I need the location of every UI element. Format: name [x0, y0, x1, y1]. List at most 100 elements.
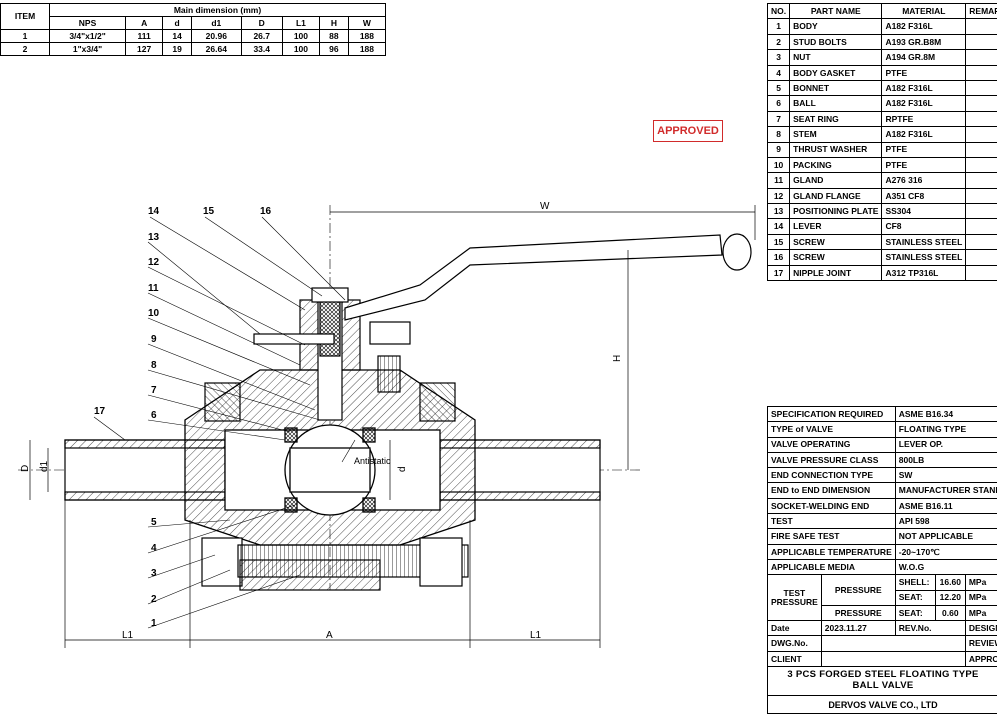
- part-no: 16: [768, 250, 790, 265]
- part-no: 17: [768, 265, 790, 280]
- part-no: 8: [768, 127, 790, 142]
- part-no: 2: [768, 34, 790, 49]
- pressure-kind: SEAT:: [895, 590, 935, 605]
- spec-value: LEVER OP.: [895, 437, 997, 452]
- spec-value: API 598: [895, 514, 997, 529]
- approved-label: APPROVED: [965, 651, 997, 666]
- part-name: GLAND: [790, 173, 882, 188]
- part-name: SEAT RING: [790, 111, 882, 126]
- spec-label: VALVE PRESSURE CLASS: [768, 452, 896, 467]
- part-material: STAINLESS STEEL: [882, 234, 966, 249]
- part-remarks: [966, 127, 997, 142]
- balloon-9: 9: [151, 334, 157, 345]
- pressure-label: PRESSURE: [821, 575, 895, 606]
- balloon-11: 11: [148, 283, 159, 294]
- spec-label: END CONNECTION TYPE: [768, 468, 896, 483]
- dim-label-w: W: [540, 201, 550, 212]
- spec-row: APPLICABLE TEMPERATURE-20~170℃: [768, 544, 997, 559]
- dwg-row: DWG.No. REVIEWED: [768, 636, 997, 651]
- date-label: Date: [768, 621, 822, 636]
- part-remarks: [966, 142, 997, 157]
- part-material: SS304: [882, 204, 966, 219]
- pressure-kind: SHELL:: [895, 575, 935, 590]
- parts-header-row: NO. PART NAME MATERIAL REMARKS: [768, 4, 997, 19]
- part-remarks: [966, 204, 997, 219]
- valve-drawing: W H D d1 d A L1 L1 Antistatic 14 15 16 1…: [0, 0, 765, 713]
- part-no: 1: [768, 19, 790, 34]
- part-material: A182 F316L: [882, 80, 966, 95]
- part-no: 13: [768, 204, 790, 219]
- part-no: 15: [768, 234, 790, 249]
- title-line-1: 3 PCS FORGED STEEL FLOATING TYPE: [768, 669, 997, 680]
- part-name: NUT: [790, 50, 882, 65]
- dim-label-h: H: [612, 355, 623, 362]
- spec-value: -20~170℃: [895, 544, 997, 559]
- part-no: 5: [768, 80, 790, 95]
- lever: [345, 234, 751, 320]
- part-material: A351 CF8: [882, 188, 966, 203]
- part-no: 9: [768, 142, 790, 157]
- part-material: A182 F316L: [882, 96, 966, 111]
- balloon-10: 10: [148, 308, 160, 319]
- part-material: STAINLESS STEEL: [882, 250, 966, 265]
- part-name: POSITIONING PLATE: [790, 204, 882, 219]
- pressure-value: 12.20: [935, 590, 965, 605]
- dwg-label: DWG.No.: [768, 636, 822, 651]
- part-remarks: [966, 250, 997, 265]
- part-name: PACKING: [790, 157, 882, 172]
- remarks-header: REMARKS: [966, 4, 997, 19]
- balloon-14: 14: [148, 206, 160, 217]
- part-name: BALL: [790, 96, 882, 111]
- client-row: CLIENT APPROVED: [768, 651, 997, 666]
- part-remarks: [966, 111, 997, 126]
- dim-label-a: A: [326, 630, 333, 641]
- pressure-unit: MPa: [965, 575, 997, 590]
- balloon-13: 13: [148, 232, 160, 243]
- part-no: 6: [768, 96, 790, 111]
- part-name-header: PART NAME: [790, 4, 882, 19]
- part-remarks: [966, 34, 997, 49]
- spec-label: END to END DIMENSION: [768, 483, 896, 498]
- spec-label: TEST: [768, 514, 896, 529]
- company-name: DERVOS VALVE CO., LTD: [768, 695, 997, 710]
- balloon-2: 2: [151, 594, 157, 605]
- rev-label: REV.No.: [895, 621, 965, 636]
- part-remarks: [966, 188, 997, 203]
- part-remarks: [966, 157, 997, 172]
- part-no: 10: [768, 157, 790, 172]
- stud-bolts: [202, 538, 468, 590]
- pressure-unit: MPa: [965, 605, 997, 620]
- part-no: 14: [768, 219, 790, 234]
- part-material: A194 GR.8M: [882, 50, 966, 65]
- pressure-label: PRESSURE: [821, 605, 895, 620]
- date-value: 2023.11.27: [821, 621, 895, 636]
- balloon-5: 5: [151, 517, 157, 528]
- balloon-16: 16: [260, 206, 272, 217]
- part-remarks: [966, 219, 997, 234]
- part-no: 11: [768, 173, 790, 188]
- part-name: BODY GASKET: [790, 65, 882, 80]
- part-material: A182 F316L: [882, 19, 966, 34]
- part-material: CF8: [882, 219, 966, 234]
- part-name: GLAND FLANGE: [790, 188, 882, 203]
- pressure-unit: MPa: [965, 590, 997, 605]
- pressure-value: 16.60: [935, 575, 965, 590]
- spec-label: SOCKET-WELDING END: [768, 498, 896, 513]
- balloon-17: 17: [94, 406, 106, 417]
- part-remarks: [966, 173, 997, 188]
- part-remarks: [966, 80, 997, 95]
- test-pressure-label: TEST PRESSURE: [768, 575, 822, 621]
- part-name: NIPPLE JOINT: [790, 265, 882, 280]
